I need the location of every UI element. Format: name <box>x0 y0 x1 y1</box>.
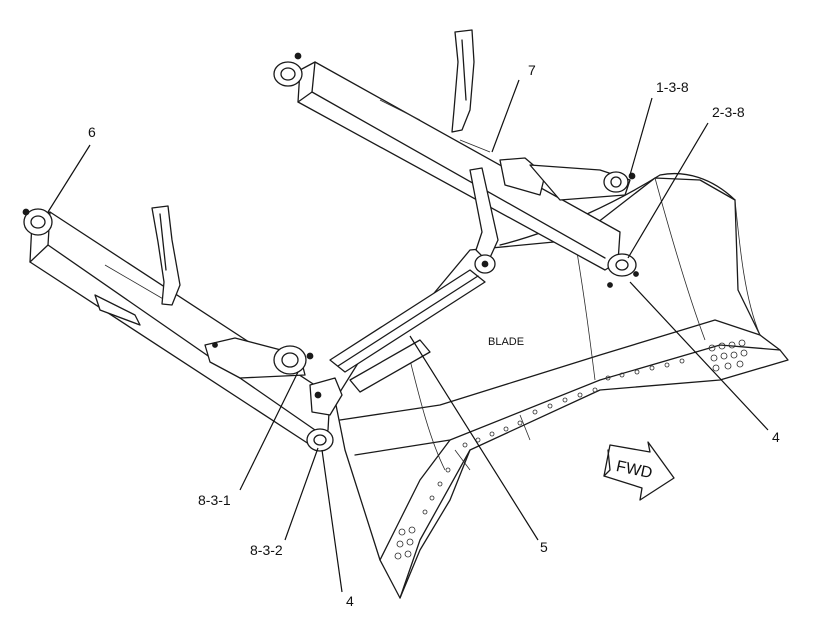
diagonal-brace <box>329 167 499 393</box>
forward-arrow-shape <box>603 441 675 501</box>
blade-label: BLADE <box>488 336 524 348</box>
leader-6 <box>47 144 91 213</box>
callout-4-right: 4 <box>772 429 780 445</box>
leader-2-3-8 <box>627 122 709 259</box>
left-arm-side-plate <box>94 294 141 326</box>
blade-end-bit-bolts-right <box>708 339 748 372</box>
callout-6: 6 <box>88 124 96 140</box>
callout-4-bottom: 4 <box>346 593 354 609</box>
diagonal-brace-lower <box>349 339 431 393</box>
left-push-arm <box>22 205 343 452</box>
tilt-cylinder-end <box>273 345 307 375</box>
callouts: 6 7 1-3-8 2-3-8 4 5 8-3-1 8-3-2 4 <box>47 62 780 609</box>
callout-5: 5 <box>540 539 548 555</box>
leader-1-3-8 <box>629 97 653 176</box>
left-arm-blade-trunnion <box>306 428 334 452</box>
left-arm-trunnion <box>23 208 53 236</box>
right-arm-blade-trunnion <box>607 253 637 277</box>
callout-2-3-8: 2-3-8 <box>712 104 745 120</box>
leader-8-3-1 <box>239 371 299 491</box>
left-arm-lift-bracket <box>151 205 181 306</box>
right-cylinder-ball-joint <box>603 171 629 193</box>
left-arm-blade-bracket <box>309 377 343 416</box>
blade-end-bit-bolts-left <box>394 526 416 560</box>
callout-7: 7 <box>528 62 536 78</box>
right-arm-trunnion <box>273 61 303 87</box>
blade-moldboard <box>334 177 789 599</box>
blade-edge-bolt-row <box>422 358 685 515</box>
right-arm-lift-bracket <box>451 29 475 133</box>
callout-8-3-1: 8-3-1 <box>198 492 231 508</box>
leader-8-3-2 <box>284 447 319 541</box>
forward-arrow: FWD <box>603 441 675 501</box>
right-push-arm <box>273 29 639 288</box>
left-push-arm-beam <box>29 211 331 449</box>
leader-4-right <box>629 281 769 431</box>
callout-8-3-2: 8-3-2 <box>250 542 283 558</box>
leader-4-bottom <box>321 449 343 593</box>
blade-cutting-edge <box>354 344 781 456</box>
right-arm-cylinder-mount <box>529 164 631 201</box>
callout-1-3-8: 1-3-8 <box>656 79 689 95</box>
leader-7 <box>491 79 520 153</box>
blade: BLADE <box>334 172 789 599</box>
leader-5 <box>409 335 539 541</box>
